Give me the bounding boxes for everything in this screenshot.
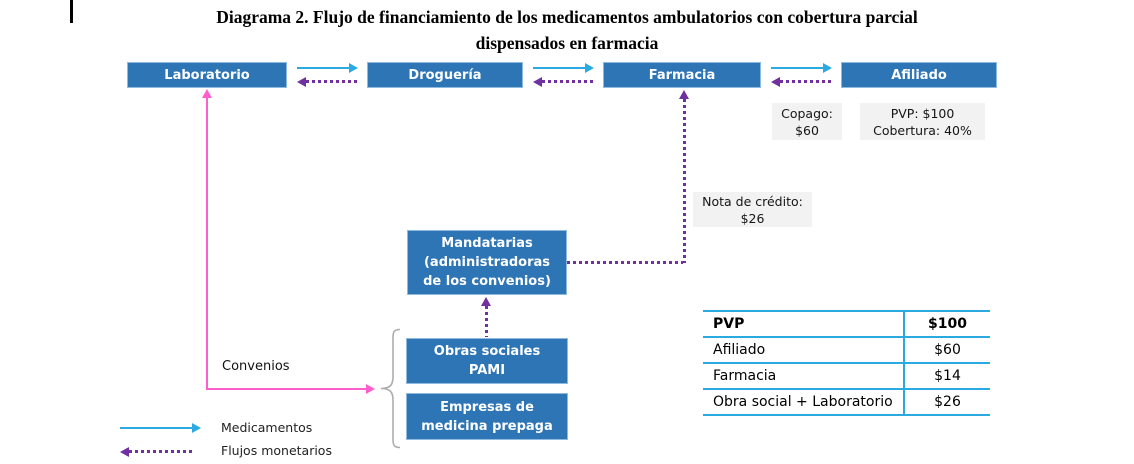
money-arrow-afi-far	[780, 80, 831, 83]
node-pami-line-2: PAMI	[468, 363, 506, 378]
node-farmacia: Farmacia	[603, 62, 761, 88]
note-credito-line-2: $26	[740, 210, 765, 226]
node-farmacia-label: Farmacia	[648, 67, 716, 83]
convenios-arrowhead-icon	[366, 384, 375, 394]
money-line-mandatarias-farmacia-vertical	[683, 99, 686, 263]
node-laboratorio-label: Laboratorio	[164, 67, 250, 83]
table-cell-value: $14	[903, 364, 990, 388]
title-line-2: dispensados en farmacia	[475, 33, 659, 53]
note-pvp-cobertura: PVP: $100 Cobertura: 40%	[860, 103, 985, 140]
money-arrowhead-icon	[297, 77, 306, 87]
note-copago-line-1: Copago:	[781, 105, 833, 121]
convenios-brace-icon	[380, 328, 401, 449]
convenios-label: Convenios	[222, 359, 290, 374]
table-row-afiliado: Afiliado $60	[703, 336, 990, 362]
convenios-arrowhead-icon	[202, 89, 212, 98]
legend-medicamentos-arrow	[120, 427, 192, 429]
title-line-1: Diagrama 2. Flujo de financiamiento de l…	[216, 7, 918, 27]
table-cell-value: $26	[903, 390, 990, 414]
node-afiliado-label: Afiliado	[891, 67, 947, 83]
money-line-pami-mandatarias	[485, 306, 488, 337]
node-pami-line-1: Obras sociales	[433, 344, 541, 359]
node-mandatarias-line-1: Mandatarias	[441, 236, 533, 251]
node-drogueria: Droguería	[367, 62, 523, 88]
node-afiliado: Afiliado	[841, 62, 997, 88]
money-arrowhead-icon	[679, 90, 689, 99]
table-cell-label: PVP	[713, 316, 745, 332]
medicamentos-arrowhead-icon	[585, 63, 594, 73]
medicamentos-arrow-far-afi	[771, 67, 823, 69]
price-breakdown-table: PVP $100 Afiliado $60 Farmacia $14 Obra …	[703, 310, 990, 416]
table-cell-label: Afiliado	[713, 342, 766, 358]
table-row-farmacia: Farmacia $14	[703, 362, 990, 388]
legend-flujos-arrow	[129, 450, 192, 453]
node-laboratorio: Laboratorio	[127, 62, 287, 88]
money-arrow-far-dro	[542, 80, 593, 83]
node-empresas-prepaga: Empresas de medicina prepaga	[406, 393, 568, 440]
money-arrowhead-icon	[771, 77, 780, 87]
table-cell-label: Farmacia	[713, 368, 777, 384]
note-pvp-line-1: PVP: $100	[890, 105, 955, 121]
note-pvp-line-2: Cobertura: 40%	[873, 122, 972, 138]
medicamentos-arrowhead-icon	[192, 423, 201, 433]
legend-medicamentos-label: Medicamentos	[221, 420, 313, 435]
note-copago: Copago: $60	[772, 103, 842, 140]
table-cell-value: $60	[903, 338, 990, 362]
medicamentos-arrowhead-icon	[823, 63, 832, 73]
money-arrow-dro-lab	[306, 80, 357, 83]
legend-flujos-label: Flujos monetarios	[221, 443, 332, 458]
node-prepaga-line-2: medicina prepaga	[421, 418, 553, 434]
node-drogueria-label: Droguería	[408, 67, 482, 83]
convenios-line-vertical	[206, 98, 208, 389]
table-row-obra-social-laboratorio: Obra social + Laboratorio $26	[703, 388, 990, 414]
node-mandatarias: Mandatarias (administradoras de los conv…	[407, 230, 567, 295]
convenios-line-horizontal	[206, 388, 368, 390]
medicamentos-arrow-lab-dro	[297, 67, 349, 69]
money-arrowhead-icon	[533, 77, 542, 87]
note-copago-line-2: $60	[795, 122, 819, 138]
table-row-pvp: PVP $100	[703, 310, 990, 336]
diagram-title: Diagrama 2. Flujo de financiamiento de l…	[0, 4, 1134, 56]
medicamentos-arrowhead-icon	[349, 63, 358, 73]
node-mandatarias-line-2: (administradoras	[423, 255, 551, 270]
money-arrowhead-icon	[481, 297, 491, 306]
money-arrowhead-icon	[120, 447, 129, 457]
medicamentos-arrow-dro-far	[533, 67, 585, 69]
text-cursor-bar	[70, 0, 73, 23]
note-credito-line-1: Nota de crédito:	[702, 193, 803, 209]
table-cell-value: $100	[903, 312, 990, 336]
node-obras-sociales-pami: Obras sociales PAMI	[406, 338, 568, 384]
node-prepaga-line-1: Empresas de	[440, 399, 534, 415]
node-mandatarias-line-3: de los convenios)	[423, 274, 551, 289]
table-cell-label: Obra social + Laboratorio	[713, 394, 893, 410]
note-nota-credito: Nota de crédito: $26	[693, 192, 812, 227]
money-line-mandatarias-farmacia-horizontal	[567, 261, 683, 264]
